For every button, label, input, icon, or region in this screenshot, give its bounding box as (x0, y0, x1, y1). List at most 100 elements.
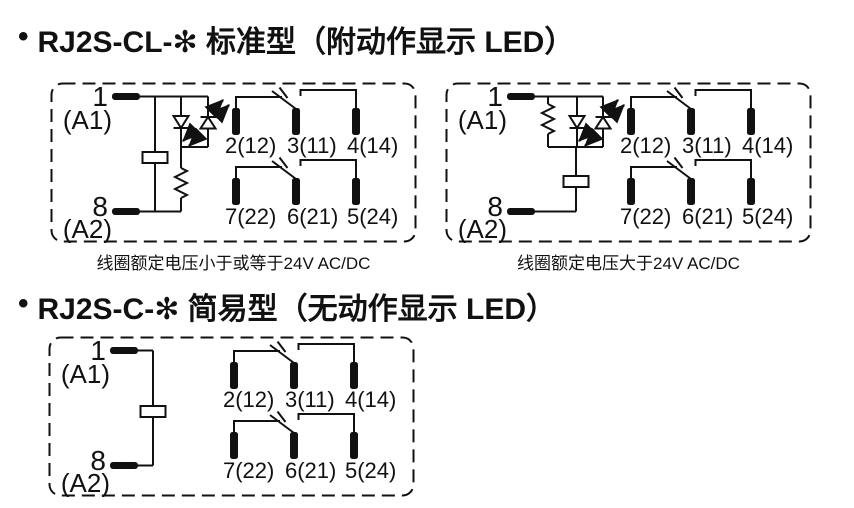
diode-triangle (198, 115, 218, 130)
contact-label: 6(21) (287, 204, 338, 229)
contact-gap-tick-row1 (278, 86, 289, 99)
terminal-a2-label: (A2) (458, 214, 507, 243)
coil-circuit: 1 (A1) 8 (A2) (458, 82, 625, 243)
switch-blade-row1 (269, 344, 295, 364)
led-emission-arrow (584, 127, 604, 147)
pin-8-label: 8 (92, 191, 108, 222)
contact-terminal-6 (290, 432, 298, 459)
switch-blade-row1 (666, 90, 692, 110)
contact-wires-row1 (630, 89, 752, 108)
pin-8-label: 8 (90, 445, 106, 476)
led-reverse-icon (593, 99, 625, 130)
circuit-diagram-simple: 1 (A1) 8 (A2) 2(12) 3(11) 4(14) 7(22) 6(… (48, 336, 415, 497)
led-icon (171, 115, 208, 147)
led-emission-arrow (605, 104, 625, 124)
contact-terminal-7 (230, 432, 238, 459)
contact-label: 3(11) (287, 133, 337, 158)
contact-gap-tick-row1 (673, 86, 684, 99)
terminal-a2-label: (A2) (63, 214, 112, 243)
terminal-a2-label: (A2) (61, 468, 110, 497)
diode-triangle (171, 115, 191, 130)
switch-blade-row2 (666, 160, 692, 180)
contact-label: 4(14) (347, 133, 398, 158)
led-emission-arrow (210, 104, 230, 124)
contact-label: 5(24) (345, 458, 396, 483)
coil-circuit: 1 (A1) 8 (A2) (61, 336, 167, 497)
contact-terminal-3 (687, 108, 695, 135)
contact-label: 5(24) (742, 204, 793, 229)
section-title-simple: • RJ2S-C-✻ 简易型（无动作显示 LED） (18, 284, 556, 328)
contact-terminal-4 (350, 362, 358, 389)
circuit-diagram-standard-high-voltage: 1 (A1) 8 (A2) 2(12) 3(11) 4(14) 7(22) 6(… (445, 82, 812, 243)
contact-label: 7(22) (223, 458, 274, 483)
contact-gap-tick-row1 (276, 340, 287, 353)
contact-terminal-5 (350, 432, 358, 459)
led-reverse-icon (198, 99, 230, 130)
contact-terminal-5 (747, 178, 755, 205)
contact-label: 6(21) (285, 458, 336, 483)
caption-low-voltage: 线圈额定电压小于或等于24V AC/DC (96, 254, 371, 273)
terminal-pin-1 (507, 93, 535, 100)
contact-terminal-5 (352, 178, 360, 205)
contact-terminal-6 (687, 178, 695, 205)
section-title-simple-text: RJ2S-C-✻ 简易型（无动作显示 LED） (37, 293, 557, 326)
terminal-a1-label: (A1) (61, 359, 110, 389)
contact-label: 3(11) (285, 387, 335, 412)
terminal-pin-1 (112, 93, 140, 100)
contact-terminal-4 (747, 108, 755, 135)
led-emission-arrow (182, 122, 202, 142)
pin-1-label: 1 (90, 336, 106, 366)
contact-gap-tick-row2 (673, 156, 684, 169)
section-title-standard-text: RJ2S-CL-✻ 标准型（附动作显示 LED） (37, 26, 575, 59)
terminal-pin-8 (112, 208, 140, 215)
resistor-symbol (172, 167, 190, 199)
terminal-pin-8 (507, 208, 535, 215)
contact-terminal-2 (232, 108, 240, 135)
terminal-pin-1 (110, 347, 138, 354)
contact-wires-row2 (233, 413, 355, 432)
contact-label: 7(22) (620, 204, 671, 229)
switch-blade-row1 (271, 90, 297, 110)
pin-1-label: 1 (487, 82, 503, 112)
diagram-frame (445, 82, 812, 243)
terminal-a1-label: (A1) (458, 105, 507, 135)
led-icon (567, 115, 604, 147)
contact-label: 2(12) (223, 387, 274, 412)
coil-symbol (139, 405, 167, 418)
contact-circuit: 2(12) 3(11) 4(14) 7(22) 6(21) 5(24) (223, 340, 396, 483)
contact-terminal-2 (230, 362, 238, 389)
diode-triangle (567, 115, 587, 130)
contact-terminal-3 (292, 108, 300, 135)
led-emission-arrow (599, 99, 619, 119)
bullet-icon: • (18, 20, 29, 53)
contact-terminal-4 (352, 108, 360, 135)
contact-circuit: 2(12) 3(11) 4(14) 7(22) 6(21) 5(24) (225, 86, 398, 229)
wires (138, 349, 154, 467)
contact-label: 7(22) (225, 204, 276, 229)
led-emission-arrow (578, 122, 598, 142)
contact-gap-tick-row2 (278, 156, 289, 169)
contact-terminal-2 (627, 108, 635, 135)
coil-circuit: 1 (A1) 8 (A2) (63, 82, 230, 243)
terminal-a1-label: (A1) (63, 105, 112, 135)
resistor-symbol (539, 103, 557, 135)
contact-wires-row2 (235, 159, 357, 178)
contact-wires-row1 (233, 343, 355, 362)
contact-terminal-6 (292, 178, 300, 205)
led-emission-arrow (204, 99, 224, 119)
contact-label: 4(14) (742, 133, 793, 158)
contact-terminal-3 (290, 362, 298, 389)
contact-label: 3(11) (682, 133, 732, 158)
contact-wires-row1 (235, 89, 357, 108)
contact-label: 5(24) (347, 204, 398, 229)
diagram-frame (50, 82, 417, 243)
diode-triangle (593, 115, 613, 130)
contact-label: 4(14) (345, 387, 396, 412)
contact-label: 2(12) (620, 133, 671, 158)
pin-8-label: 8 (487, 191, 503, 222)
coil-symbol (562, 175, 590, 188)
section-title-standard: • RJ2S-CL-✻ 标准型（附动作显示 LED） (18, 17, 574, 61)
bullet-icon: • (18, 287, 29, 320)
contact-label: 2(12) (225, 133, 276, 158)
coil-symbol (141, 151, 169, 164)
